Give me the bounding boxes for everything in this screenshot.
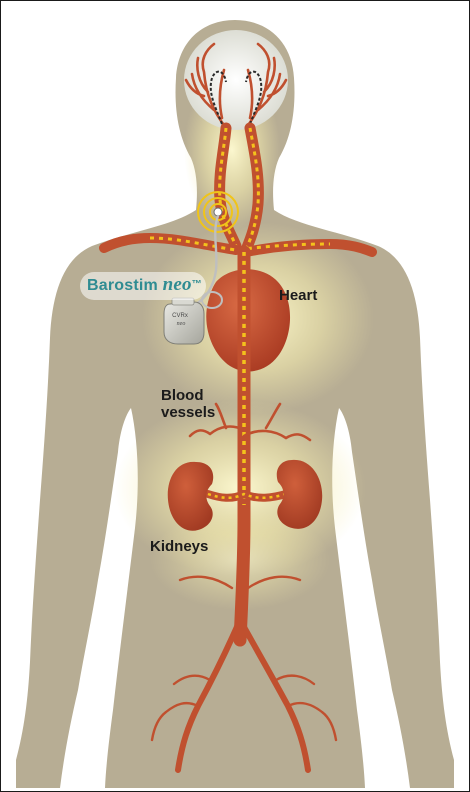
device-name: Barostim xyxy=(87,277,158,294)
device-label: Barostim neo™ xyxy=(87,276,202,294)
device-trademark: ™ xyxy=(192,279,202,290)
heart-label: Heart xyxy=(279,287,317,304)
implant-brand-text: CVRx xyxy=(169,313,191,320)
descending-aorta xyxy=(240,252,244,640)
blood-vessels-label: Blood vessels xyxy=(161,387,215,421)
kidneys-label: Kidneys xyxy=(150,538,208,555)
blood-vessels-label-line2: vessels xyxy=(161,404,215,421)
device-name-suffix: neo xyxy=(163,274,192,295)
blood-vessels-label-line1: Blood xyxy=(161,387,215,404)
implant-model-text: neo xyxy=(172,321,190,327)
